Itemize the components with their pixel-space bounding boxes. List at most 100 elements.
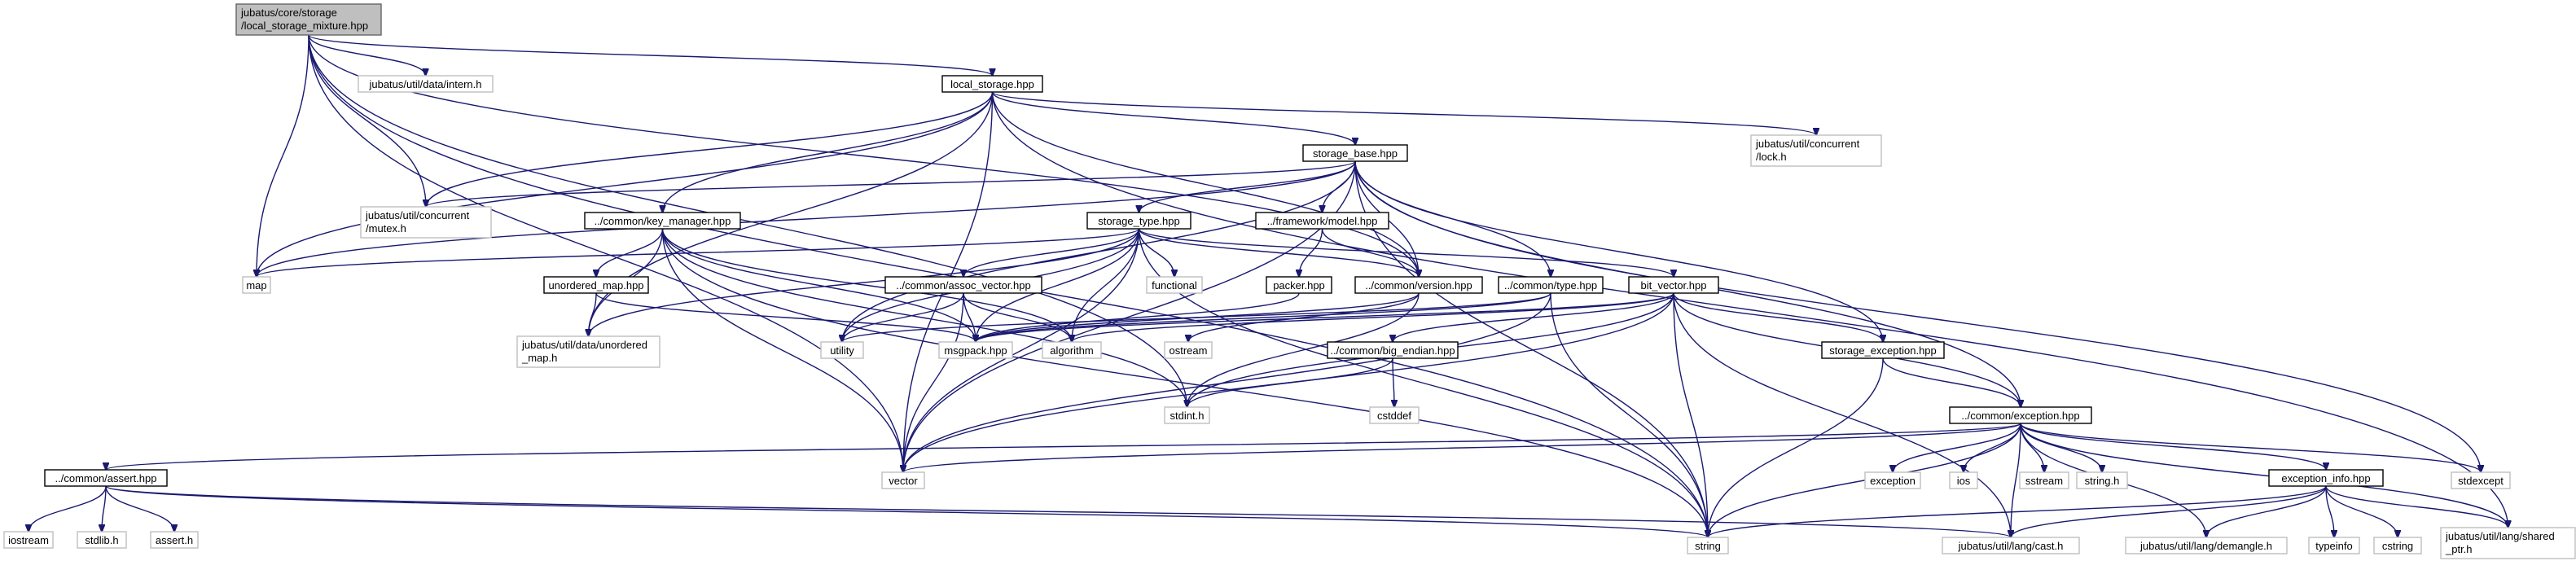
node-box-packer (1266, 276, 1332, 294)
node-label-local_storage_mixture-0: jubatus/core/storage (240, 7, 337, 19)
node-label-storage_base-0: storage_base.hpp (1313, 147, 1398, 160)
edge-assert_hpp-to-cast (105, 485, 2011, 537)
node-functional: functional (1146, 276, 1203, 294)
edge-exception_info-to-cstring (2325, 485, 2398, 537)
edge-type-to-msgpack (976, 292, 1551, 342)
edge-storage_type-to-functional (1138, 228, 1175, 277)
edge-local_storage-to-shared_ptr (991, 91, 2508, 528)
node-box-utility (820, 341, 864, 359)
node-box-map (242, 276, 271, 294)
node-typeinfo: typeinfo (2308, 537, 2360, 554)
node-assert_hpp[interactable]: ../common/assert.hpp (44, 469, 168, 487)
edge-local_storage_mixture-to-local_storage (308, 34, 993, 76)
edge-version-to-ostream (1188, 292, 1420, 342)
node-model[interactable]: ../framework/model.hpp (1255, 212, 1389, 230)
node-label-ios-0: ios (1957, 475, 1971, 487)
node-box-storage_base (1302, 144, 1408, 162)
node-box-version (1354, 276, 1483, 294)
node-key_manager[interactable]: ../common/key_manager.hpp (584, 212, 741, 230)
node-packer[interactable]: packer.hpp (1266, 276, 1332, 294)
node-label-local_storage-0: local_storage.hpp (950, 78, 1034, 90)
node-box-mutex (360, 206, 492, 239)
node-label-version-0: ../common/version.hpp (1365, 279, 1472, 291)
node-label-unordered_map_h-1: _map.h (521, 352, 557, 364)
node-box-type (1498, 276, 1604, 294)
node-label-intern-0: jubatus/util/data/intern.h (368, 78, 481, 90)
node-box-stdlib (77, 531, 127, 549)
edge-type-to-utility (842, 292, 1551, 342)
edge-local_storage_mixture-to-mutex (308, 34, 426, 207)
edge-storage_base-to-mutex (426, 160, 1356, 207)
node-label-lock-0: jubatus/util/concurrent (1755, 138, 1860, 150)
node-msgpack: msgpack.hpp (938, 341, 1013, 359)
edge-local_storage_mixture-to-vector (308, 34, 903, 472)
node-box-cast (1942, 537, 2080, 554)
node-unordered_map_hpp[interactable]: unordered_map.hpp (543, 276, 649, 294)
node-label-stdlib-0: stdlib.h (85, 534, 118, 546)
edge-unordered_map_hpp-to-unordered_map_h (589, 292, 597, 336)
node-label-iostream-0: iostream (8, 534, 49, 546)
node-type[interactable]: ../common/type.hpp (1498, 276, 1604, 294)
node-map: map (242, 276, 271, 294)
node-version[interactable]: ../common/version.hpp (1354, 276, 1483, 294)
node-big_endian[interactable]: ../common/big_endian.hpp (1327, 341, 1459, 359)
node-exception_hpp[interactable]: ../common/exception.hpp (1949, 406, 2092, 424)
node-local_storage_mixture[interactable]: jubatus/core/storage/local_storage_mixtu… (235, 3, 382, 36)
edge-local_storage-to-storage_base (991, 91, 1356, 145)
edge-bit_vector-to-cast (1673, 292, 2011, 537)
nodes-layer: jubatus/core/storage/local_storage_mixtu… (3, 3, 2576, 559)
node-label-msgpack-0: msgpack.hpp (944, 344, 1007, 357)
edge-exception_hpp-to-assert_hpp (106, 423, 2021, 470)
edge-exception_hpp-to-cast (2011, 423, 2021, 537)
node-bit_vector[interactable]: bit_vector.hpp (1628, 276, 1719, 294)
node-label-mutex-0: jubatus/util/concurrent (365, 209, 470, 221)
node-label-exception-0: exception (1870, 475, 1916, 487)
edge-local_storage_mixture-to-intern (308, 34, 426, 76)
node-label-unordered_map_h-0: jubatus/util/data/unordered (521, 339, 647, 351)
node-label-assoc_vector-0: ../common/assoc_vector.hpp (896, 279, 1030, 291)
node-storage_exception[interactable]: storage_exception.hpp (1821, 341, 1945, 359)
node-box-assert_hpp (44, 469, 168, 487)
edge-assert_hpp-to-iostream (29, 485, 107, 532)
node-stdlib: stdlib.h (77, 531, 127, 549)
node-assoc_vector[interactable]: ../common/assoc_vector.hpp (884, 276, 1042, 294)
node-label-map-0: map (246, 279, 266, 291)
edge-key_manager-to-msgpack (661, 228, 976, 342)
edge-key_manager-to-string (661, 228, 1709, 537)
node-vector: vector (881, 471, 925, 489)
edge-storage_type-to-version (1138, 228, 1420, 277)
node-label-stdint-0: stdint.h (1170, 410, 1205, 422)
node-shared_ptr: jubatus/util/lang/shared_ptr.h (2440, 527, 2576, 559)
edge-big_endian-to-cstddef (1393, 357, 1394, 407)
node-box-storage_type (1086, 212, 1191, 230)
edge-assert_hpp-to-assert_h (105, 485, 174, 532)
node-local_storage[interactable]: local_storage.hpp (941, 75, 1043, 93)
edge-exception_hpp-to-exception_info (2020, 423, 2326, 470)
edge-bit_vector-to-msgpack (976, 292, 1674, 342)
node-box-assoc_vector (884, 276, 1042, 294)
edge-exception_info-to-cast (2011, 485, 2327, 537)
node-sstream: sstream (2019, 471, 2069, 489)
node-box-intern (358, 75, 494, 93)
node-box-exception (1864, 471, 1921, 489)
edge-assoc_vector-to-algorithm (963, 292, 1072, 342)
node-box-algorithm (1042, 341, 1102, 359)
node-exception: exception (1864, 471, 1921, 489)
edge-storage_type-to-algorithm (1072, 228, 1140, 342)
edge-local_storage-to-lock (991, 91, 1817, 135)
node-label-cstring-0: cstring (2382, 540, 2413, 552)
edge-key_manager-to-stdint (661, 228, 1187, 407)
node-stdexcept: stdexcept (2451, 471, 2511, 489)
node-exception_info[interactable]: exception_info.hpp (2268, 469, 2384, 487)
node-string_h: string.h (2076, 471, 2128, 489)
node-storage_base[interactable]: storage_base.hpp (1302, 144, 1408, 162)
node-label-algorithm-0: algorithm (1050, 344, 1093, 357)
node-label-storage_exception-0: storage_exception.hpp (1829, 344, 1937, 357)
node-box-typeinfo (2308, 537, 2360, 554)
edge-packer-to-msgpack (976, 292, 1300, 342)
node-storage_type[interactable]: storage_type.hpp (1086, 212, 1191, 230)
node-label-utility-0: utility (830, 344, 854, 357)
edge-storage_base-to-string (1354, 160, 1708, 537)
node-label-demangle-0: jubatus/util/lang/demangle.h (2139, 540, 2272, 552)
